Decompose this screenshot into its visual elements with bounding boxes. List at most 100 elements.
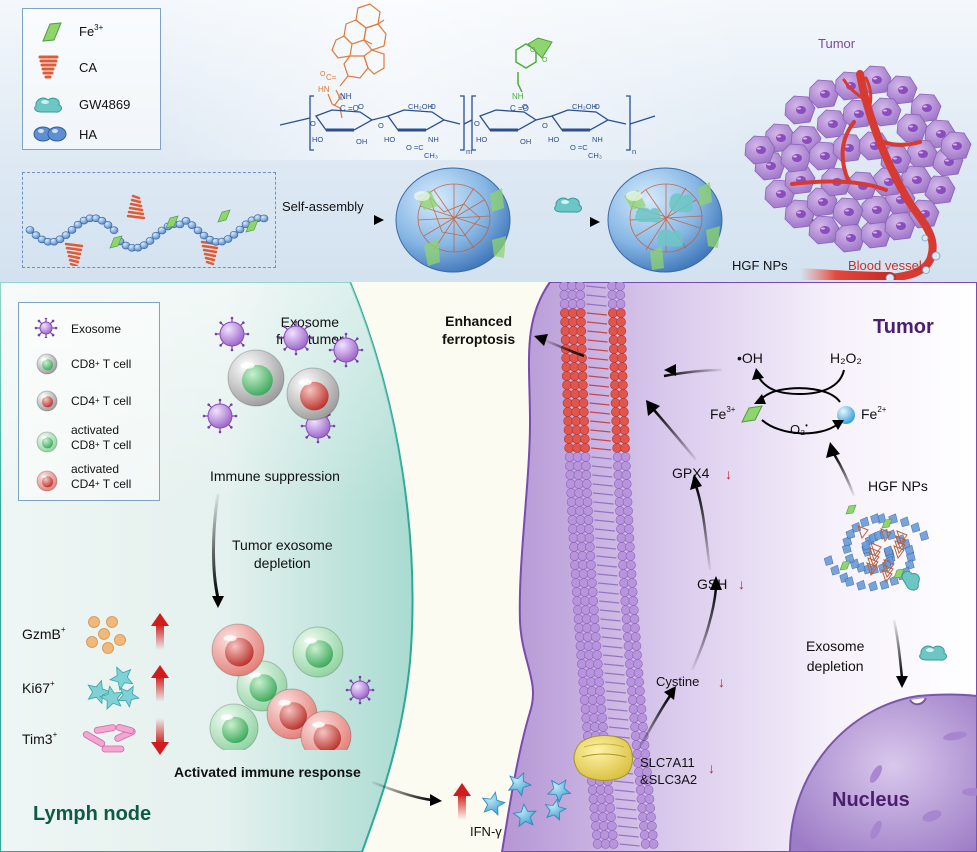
cystine-label: Cystine bbox=[656, 674, 700, 689]
ca-steroid-structure bbox=[331, 3, 387, 107]
svg-text:O: O bbox=[310, 119, 316, 128]
tumor-cell-region bbox=[500, 282, 977, 852]
cd4-t-cell-icon bbox=[36, 390, 58, 412]
top-panel-highlight bbox=[155, 0, 755, 160]
svg-text:CH₃: CH₃ bbox=[588, 151, 602, 160]
svg-text:O: O bbox=[358, 102, 364, 111]
svg-text:O: O bbox=[542, 121, 548, 130]
svg-text:HO: HO bbox=[476, 135, 487, 144]
svg-text:O: O bbox=[338, 93, 344, 102]
tumor-mass-with-vessels bbox=[744, 65, 972, 280]
tumor-cell bbox=[808, 141, 840, 171]
t-cell bbox=[36, 353, 58, 375]
hgf-np-to-fe-arrow bbox=[826, 442, 856, 497]
svg-text:CH₃: CH₃ bbox=[424, 151, 438, 160]
co-label-2: C =O bbox=[510, 104, 529, 113]
tumor-label-top: Tumor bbox=[818, 36, 856, 51]
gw4869-drug-icon-tumor bbox=[919, 645, 948, 661]
marker-gzmb-label: GzmB+ bbox=[22, 625, 66, 642]
tumor-cell bbox=[884, 211, 916, 241]
svg-text:n: n bbox=[632, 147, 636, 156]
tumor-cell bbox=[784, 95, 816, 125]
exosome-icon bbox=[34, 318, 58, 338]
fe2-sphere-icon bbox=[837, 406, 855, 424]
svg-text:O: O bbox=[320, 71, 326, 78]
svg-text:m: m bbox=[466, 147, 472, 156]
marker-ki67-label: Ki67+ bbox=[22, 679, 55, 696]
activated-immune-response-label: Activated immune response bbox=[174, 764, 361, 780]
catechol-structure bbox=[515, 43, 537, 93]
ca-spring-icon bbox=[38, 55, 59, 79]
nh-label-2: NH bbox=[512, 92, 524, 101]
polymer-chain-box bbox=[22, 172, 276, 268]
tumor-cell bbox=[834, 223, 866, 253]
tim3-down-arrow bbox=[151, 718, 169, 755]
suppressed-cd8-t-cell bbox=[227, 349, 285, 407]
blood-vessel-label: Blood vessel bbox=[848, 258, 922, 273]
ki67-stars-icon bbox=[87, 666, 140, 710]
svg-text:CH₂OH: CH₂OH bbox=[408, 102, 433, 111]
loading-arrow bbox=[548, 217, 600, 227]
svg-text:O =C: O =C bbox=[570, 143, 588, 152]
hgf-nps-label-tumor: HGF NPs bbox=[868, 478, 928, 494]
tumor-title: Tumor bbox=[873, 316, 934, 338]
legend-label-gw4869: GW4869 bbox=[79, 97, 131, 112]
immune-cell-legend: Exosome CD8+ T cell CD4+ T cell activate… bbox=[18, 302, 160, 501]
svg-text:O: O bbox=[474, 119, 480, 128]
nucleus-label: Nucleus bbox=[832, 789, 910, 811]
gpx4-label: GPX4 bbox=[672, 465, 710, 481]
cystine-down-arrow: ↓ bbox=[718, 674, 725, 690]
fe2-label: Fe2+ bbox=[861, 405, 887, 422]
ha-ca-fe-polymer-chain bbox=[25, 194, 269, 266]
legend-label-fe3: Fe3+ bbox=[79, 23, 104, 39]
hydroxyl-radical-label: •OH bbox=[737, 350, 763, 366]
ha-beads-icon bbox=[33, 126, 67, 142]
materials-legend: Fe3+ CA GW4869 HA bbox=[22, 8, 161, 150]
gw4869-blob-icon bbox=[34, 97, 63, 113]
nanoparticle-loaded bbox=[607, 167, 723, 273]
cd8-t-cell-icon bbox=[36, 353, 58, 375]
tumor-cell bbox=[780, 143, 812, 173]
legend-label-ha: HA bbox=[79, 127, 98, 142]
svg-text:O: O bbox=[594, 102, 600, 111]
exosome bbox=[34, 318, 58, 338]
tumor-cell bbox=[906, 139, 938, 169]
svg-text:NH: NH bbox=[592, 135, 603, 144]
tumor-cell bbox=[816, 109, 848, 139]
tumor-cell bbox=[896, 113, 928, 143]
exosome bbox=[202, 398, 238, 434]
immune-suppression-label: Immune suppression bbox=[210, 468, 340, 484]
svg-text:O: O bbox=[430, 102, 436, 111]
gpx4-down-arrow: ↓ bbox=[725, 466, 732, 482]
suppressed-t-cells-with-exosomes bbox=[202, 316, 364, 444]
t-cell bbox=[36, 431, 58, 453]
exosome bbox=[328, 332, 364, 368]
svg-text:O: O bbox=[542, 57, 548, 64]
legend-label-cd4: CD4+ T cell bbox=[71, 394, 132, 408]
tumor-cell bbox=[832, 197, 864, 227]
svg-text:NH: NH bbox=[428, 135, 439, 144]
nucleus bbox=[788, 693, 977, 852]
slc7a11-slc3a2-transporter bbox=[573, 735, 633, 781]
gzmb-up-arrow bbox=[151, 613, 169, 650]
tumor-cell bbox=[860, 195, 892, 225]
activated-cd4-t-cell bbox=[300, 710, 352, 750]
activated-cd8-t-cell bbox=[209, 703, 259, 750]
tumor-cell bbox=[744, 135, 776, 165]
tumor-cell bbox=[940, 131, 972, 161]
legend-label-exosome: Exosome bbox=[71, 322, 122, 336]
svg-text:HO: HO bbox=[312, 135, 323, 144]
lymph-node-title: Lymph node bbox=[33, 803, 152, 825]
activated-cd8-t-cell bbox=[292, 626, 344, 678]
nanoparticle-empty bbox=[395, 167, 511, 273]
enhanced-ferroptosis-label: Enhanced ferroptosis bbox=[442, 313, 516, 347]
tumor-exosome-depletion-label: Tumor exosome depletion bbox=[232, 537, 333, 571]
gzmb-granules-icon bbox=[86, 616, 126, 654]
fe3-rhombus-icon bbox=[741, 405, 763, 423]
exosome bbox=[278, 320, 314, 356]
pathway-arrows bbox=[636, 400, 722, 751]
svg-text:HO: HO bbox=[548, 135, 559, 144]
activated-cd4-t-cell-icon bbox=[36, 470, 58, 492]
self-assembly-arrow bbox=[292, 215, 384, 225]
